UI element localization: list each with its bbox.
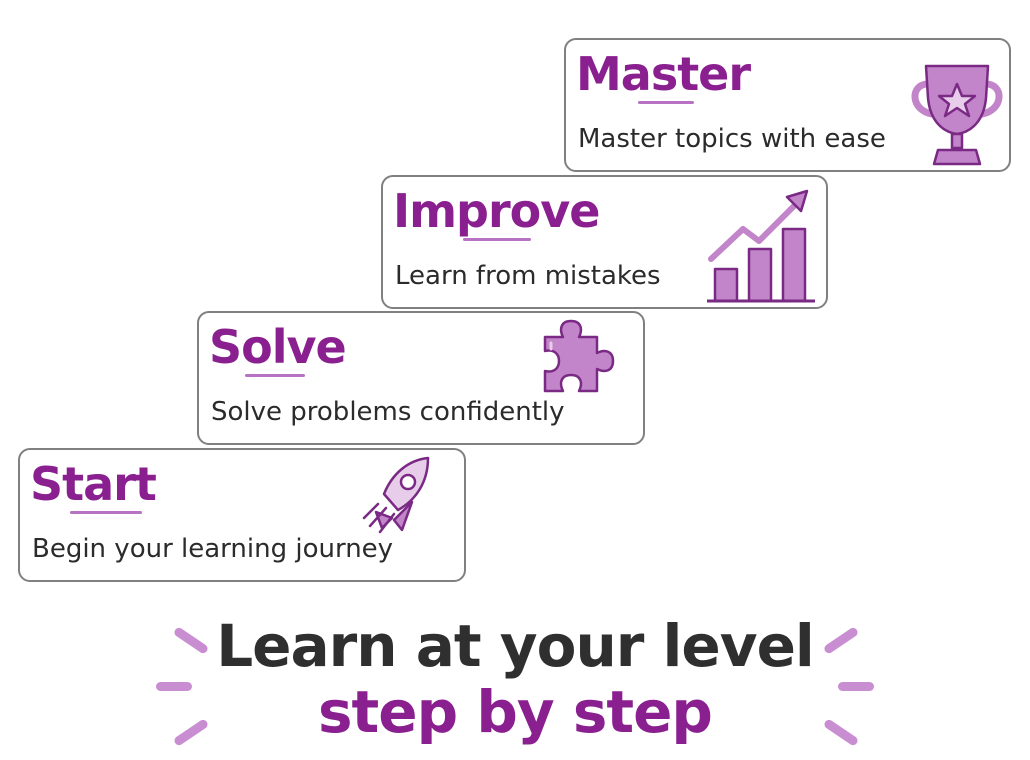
step-title-solve: Solve [209, 320, 347, 374]
title-underline [70, 511, 142, 514]
step-description-master: Master topics with ease [578, 124, 886, 154]
tagline-line-2: step by step [318, 678, 713, 746]
sparkle-dash [156, 682, 192, 691]
step-title-master: Master [576, 47, 751, 101]
puzzle-piece-icon [543, 319, 615, 393]
step-card-start: Start Begin your learning journey [18, 448, 466, 582]
trophy-icon [911, 64, 1003, 166]
tagline-line-1: Learn at your level [216, 612, 815, 680]
sparkle-dash [838, 682, 874, 691]
growth-chart-icon [707, 189, 815, 303]
rocket-icon [362, 456, 430, 534]
step-title-start: Start [30, 457, 157, 511]
step-description-start: Begin your learning journey [32, 534, 394, 564]
step-card-master: Master Master topics with ease [564, 38, 1011, 172]
title-underline [245, 374, 305, 377]
title-underline [463, 238, 531, 241]
step-description-improve: Learn from mistakes [395, 261, 661, 291]
title-underline [638, 101, 694, 104]
step-title-improve: Improve [393, 184, 600, 238]
step-card-improve: Improve Learn from mistakes [381, 175, 828, 309]
step-description-solve: Solve problems confidently [211, 397, 565, 427]
step-card-solve: Solve Solve problems confidently [197, 311, 645, 445]
